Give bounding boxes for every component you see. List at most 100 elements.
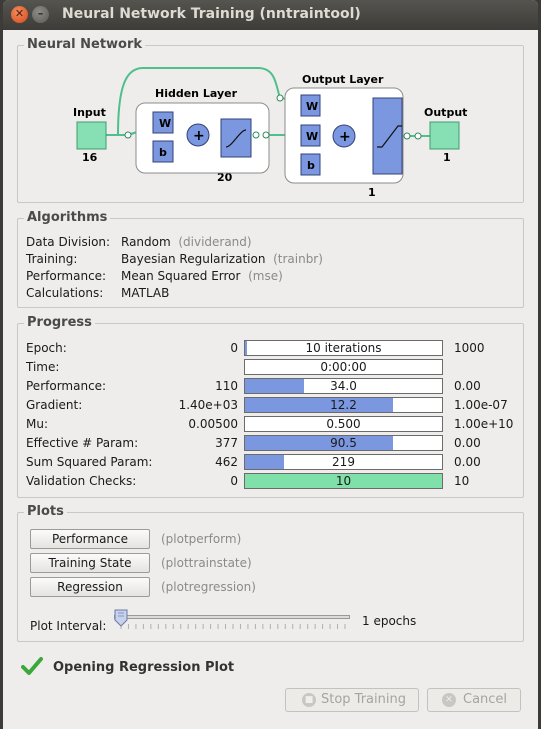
hidden-layer-title: Hidden Layer bbox=[155, 87, 238, 100]
plots-panel-title: Plots bbox=[24, 504, 67, 519]
stop-icon: ■ bbox=[302, 693, 316, 707]
output-label: Output bbox=[424, 106, 467, 119]
progress-row: Validation Checks: 0 10 10 bbox=[26, 473, 516, 491]
progress-bar: 34.0 bbox=[244, 378, 443, 394]
hidden-layer-count: 20 bbox=[217, 171, 233, 184]
progress-end-value: 1.00e+10 bbox=[454, 417, 514, 431]
output-sum-node bbox=[332, 124, 356, 148]
progress-bar: 90.5 bbox=[244, 435, 443, 451]
progress-label: Gradient: bbox=[26, 398, 83, 412]
progress-end-value: 1.00e-07 bbox=[454, 398, 508, 412]
progress-start-value: 377 bbox=[215, 436, 238, 450]
progress-start-value: 462 bbox=[215, 455, 238, 469]
output-layer-count: 1 bbox=[368, 186, 376, 199]
progress-bar: 0:00:00 bbox=[244, 359, 443, 375]
linear-transfer-icon bbox=[377, 125, 402, 148]
progress-bar-fill bbox=[245, 455, 285, 469]
progress-end-value: 1000 bbox=[454, 341, 485, 355]
progress-panel-title: Progress bbox=[24, 315, 95, 330]
progress-start-value: 110 bbox=[215, 379, 238, 393]
plot-interval-ticks bbox=[120, 624, 346, 629]
cancel-button[interactable]: ✕ Cancel bbox=[427, 688, 521, 712]
close-window-button[interactable]: ✕ bbox=[11, 6, 28, 23]
progress-label: Epoch: bbox=[26, 341, 67, 355]
plot-performance-button[interactable]: Performance bbox=[30, 529, 150, 549]
plot-performance-function: (plotperform) bbox=[161, 532, 242, 546]
output-bias-block bbox=[300, 153, 321, 176]
status-message: Opening Regression Plot bbox=[53, 660, 235, 675]
progress-start-value: 0.00500 bbox=[188, 417, 238, 431]
algorithm-value: Mean Squared Error (mse) bbox=[121, 269, 283, 283]
plot-regression-function: (plotregression) bbox=[161, 580, 256, 594]
plots-panel: Plots Performance (plotperform) Training… bbox=[17, 504, 524, 642]
algorithms-panel: Algorithms Data Division: Random (divide… bbox=[17, 210, 524, 308]
stop-training-button[interactable]: ■ Stop Training bbox=[285, 688, 419, 712]
algorithm-value: MATLAB bbox=[121, 286, 170, 300]
progress-bar: 0.500 bbox=[244, 416, 443, 432]
progress-label: Sum Squared Param: bbox=[26, 455, 153, 469]
progress-bar-fill bbox=[245, 436, 393, 450]
network-diagram: Input 16 Hidden Layer 20 Output Layer 1 … bbox=[73, 67, 467, 199]
progress-bar-text: 219 bbox=[332, 455, 355, 469]
minimize-window-button[interactable]: – bbox=[32, 6, 49, 23]
input-label: Input bbox=[73, 106, 106, 119]
progress-start-value: 0 bbox=[230, 474, 238, 488]
output-link-junction bbox=[414, 132, 422, 140]
progress-label: Performance: bbox=[26, 379, 107, 393]
nntraintool-window: ✕ – Neural Network Training (nntraintool… bbox=[3, 0, 538, 729]
progress-bar-text: 34.0 bbox=[330, 379, 357, 393]
progress-end-value: 0.00 bbox=[454, 455, 481, 469]
hidden-weight-block bbox=[152, 111, 174, 134]
progress-bar-text: 10 bbox=[335, 474, 352, 488]
algorithm-key: Data Division: bbox=[26, 235, 111, 249]
algorithm-key: Calculations: bbox=[26, 286, 104, 300]
hidden-bias-label: b bbox=[159, 146, 167, 159]
output-transfer-function bbox=[372, 97, 403, 175]
progress-label: Mu: bbox=[26, 417, 49, 431]
progress-end-value: 0.00 bbox=[454, 379, 481, 393]
progress-bar: 219 bbox=[244, 454, 443, 470]
plot-interval-slider-thumb[interactable] bbox=[114, 609, 128, 627]
plot-interval-slider[interactable] bbox=[114, 615, 350, 619]
plot-training-state-button[interactable]: Training State bbox=[30, 553, 150, 573]
progress-bar-fill bbox=[245, 341, 247, 355]
progress-start-value: 1.40e+03 bbox=[178, 398, 238, 412]
output-size: 1 bbox=[443, 151, 451, 164]
hidden-sum-symbol: + bbox=[193, 128, 205, 144]
progress-label: Validation Checks: bbox=[26, 474, 137, 488]
progress-label: Time: bbox=[26, 360, 60, 374]
progress-label: Effective # Param: bbox=[26, 436, 139, 450]
progress-bar-fill bbox=[245, 474, 442, 488]
output-bias-label: b bbox=[307, 159, 315, 172]
progress-bar: 12.2 bbox=[244, 397, 443, 413]
cancel-icon: ✕ bbox=[442, 693, 456, 707]
plot-regression-button[interactable]: Regression bbox=[30, 577, 150, 597]
hidden-output-junction bbox=[252, 131, 260, 139]
output-input-weight-block bbox=[300, 94, 321, 117]
progress-bar-text: 90.5 bbox=[330, 436, 357, 450]
hidden-sum-node bbox=[186, 123, 210, 147]
plot-training-state-function: (plottrainstate) bbox=[161, 556, 252, 570]
output-layer-title: Output Layer bbox=[302, 73, 384, 86]
checkmark-icon bbox=[21, 657, 43, 675]
neural-network-panel-title: Neural Network bbox=[24, 37, 146, 52]
output-junction bbox=[403, 132, 411, 140]
output-layer-weight-label: W bbox=[306, 130, 318, 143]
progress-row: Mu: 0.00500 0.500 1.00e+10 bbox=[26, 416, 516, 434]
progress-bar-text: 0:00:00 bbox=[320, 360, 367, 374]
window-title: Neural Network Training (nntraintool) bbox=[62, 6, 361, 22]
hidden-weight-label: W bbox=[159, 117, 171, 130]
progress-start-value: 0 bbox=[230, 341, 238, 355]
progress-bar: 10 iterations bbox=[244, 340, 443, 356]
input-node bbox=[76, 121, 107, 150]
progress-row: Sum Squared Param: 462 219 0.00 bbox=[26, 454, 516, 472]
title-bar: ✕ – Neural Network Training (nntraintool… bbox=[3, 0, 538, 30]
progress-bar-text: 0.500 bbox=[326, 417, 361, 431]
algorithm-key: Performance: bbox=[26, 269, 107, 283]
progress-row: Performance: 110 34.0 0.00 bbox=[26, 378, 516, 396]
hidden-input-junction bbox=[124, 131, 132, 139]
progress-end-value: 10 bbox=[454, 474, 470, 488]
algorithm-value: Bayesian Regularization (trainbr) bbox=[121, 252, 323, 266]
neural-network-panel: Neural Network Input 16 Hidden Layer 20 … bbox=[17, 37, 524, 203]
